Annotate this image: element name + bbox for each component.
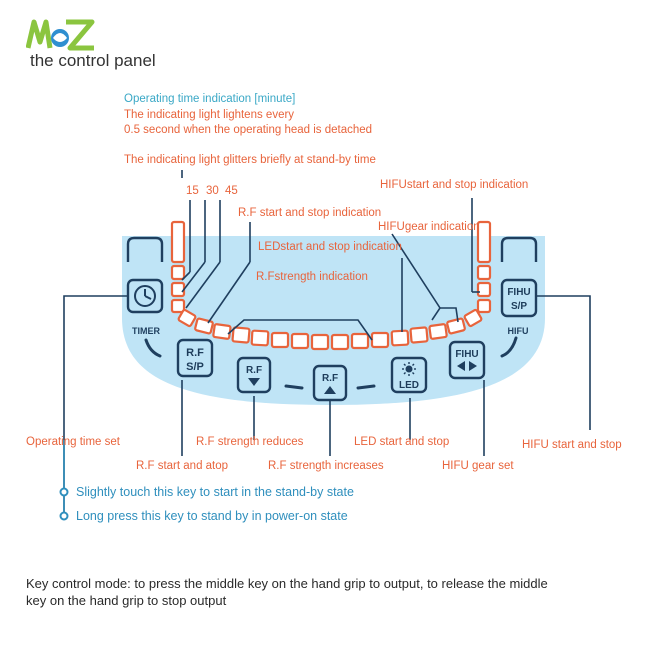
triangle-right-icon (469, 361, 477, 371)
rf-down-label: R.F (246, 365, 262, 376)
slight-touch-instruction: Slightly touch this key to start in the … (76, 485, 354, 499)
timer-button[interactable] (126, 278, 164, 314)
rf-start-stop-button[interactable]: R.F S/P (176, 338, 214, 378)
brand-logo (26, 19, 95, 51)
indicator-leds (170, 220, 492, 351)
timer-label: TIMER (132, 326, 160, 336)
rf-strength-indication: R.Fstrength indication (256, 271, 368, 283)
minute-30: 30 (206, 185, 219, 197)
led-button[interactable]: LED (390, 356, 428, 394)
triangle-up-icon (324, 386, 336, 394)
rf-start-stop-indication: R.F start and stop indication (238, 207, 382, 219)
led-start-stop-indication: LEDstart and stop indication (258, 241, 402, 253)
rf-up-label: R.F (322, 373, 338, 384)
light-glitters: The indicating light glitters briefly at… (124, 154, 376, 166)
operating-time-set-label: Operating time set (26, 436, 120, 448)
fihu-sp-label-top: FIHU (507, 287, 530, 298)
hifu-start-stop-indication: HIFUstart and stop indication (380, 179, 529, 191)
left-curve-mark (144, 338, 162, 358)
dash-1 (284, 384, 304, 390)
leader-lines (63, 170, 591, 516)
right-bracket (500, 236, 538, 262)
led-label: LED (399, 380, 419, 391)
minute-15: 15 (186, 185, 199, 197)
rf-strength-up-button[interactable]: R.F (312, 364, 348, 402)
timer-led-30 (170, 281, 186, 298)
hifu-start-stop-label: HIFU start and stop (522, 439, 622, 451)
bullet-long (59, 511, 69, 521)
timer-led-15 (170, 264, 186, 281)
rf-sp-label-bottom: S/P (186, 361, 204, 373)
dash-2 (356, 384, 376, 390)
long-press-instruction: Long press this key to stand by in power… (76, 509, 348, 523)
hifu-start-stop-button[interactable]: FIHU S/P (500, 278, 538, 318)
light-lightens-line1: The indicating light lightens every (124, 109, 295, 121)
hifu-gear-indication: HIFUgear indication (378, 221, 480, 233)
triangle-down-icon (248, 378, 260, 386)
hifu-gear-button[interactable]: FIHU (448, 340, 486, 380)
rf-strength-reduces-label: R.F strength reduces (196, 436, 304, 448)
left-bracket (126, 236, 164, 262)
fihu-sp-label-bottom: S/P (511, 301, 527, 312)
fihu-gear-label: FIHU (455, 349, 478, 360)
timer-led-45 (170, 298, 186, 314)
footer-line2: key on the hand grip to stop output (26, 593, 227, 608)
timer-led-bar (170, 220, 186, 264)
operating-time-indication: Operating time indication [minute] (124, 93, 296, 105)
rf-sp-label-top: R.F (186, 347, 204, 359)
bullet-slight (59, 487, 69, 497)
triangle-left-icon (457, 361, 465, 371)
page-title: the control panel (30, 51, 156, 70)
footer-line1: Key control mode: to press the middle ke… (26, 576, 548, 591)
sun-icon (402, 362, 416, 376)
minute-45: 45 (225, 185, 238, 197)
right-curve-mark (500, 336, 518, 358)
light-lightens-line2: 0.5 second when the operating head is de… (124, 124, 373, 136)
hifu-label: HIFU (508, 326, 529, 336)
hifu-gear-set-label: HIFU gear set (442, 460, 514, 472)
led-start-stop-label: LED start and stop (354, 436, 450, 448)
rf-start-stop-label: R.F start and atop (136, 460, 229, 472)
rf-strength-down-button[interactable]: R.F (236, 356, 272, 394)
rf-strength-increases-label: R.F strength increases (268, 460, 384, 472)
